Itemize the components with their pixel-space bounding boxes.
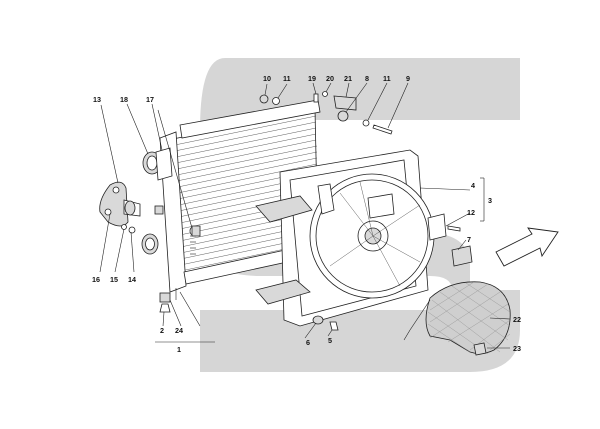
callout-12: 12: [467, 208, 475, 217]
callout-22: 22: [513, 315, 521, 324]
callout-23: 23: [513, 344, 521, 353]
nut: [121, 224, 127, 230]
callout-1: 1: [177, 345, 181, 354]
callout-2: 2: [160, 326, 164, 335]
callout-4: 4: [471, 181, 475, 190]
callout-17: 17: [146, 95, 154, 104]
callout-9: 9: [406, 74, 410, 83]
callout-5: 5: [328, 336, 332, 345]
callout-15: 15: [110, 275, 118, 284]
leader-lines: [99, 82, 511, 349]
callout-10: 10: [263, 74, 271, 83]
relay-bracket: [451, 245, 473, 267]
splash-guard: [425, 281, 511, 355]
lower-hose-inlet: [141, 233, 159, 255]
callout-11: 11: [283, 74, 291, 83]
plug: [191, 225, 201, 237]
callout-labels: 10 11 19 20 21 8 11 9 13 18 17 4 3 12 7 …: [92, 74, 521, 354]
washer: [128, 226, 136, 234]
callout-6: 6: [306, 338, 310, 347]
drain-plug: [159, 292, 171, 313]
direction-arrow-icon: [495, 227, 559, 267]
callout-11-right: 11: [383, 74, 391, 83]
top-fasteners: [259, 91, 393, 135]
callout-18: 18: [120, 95, 128, 104]
washer-lower: [312, 315, 324, 325]
screw-lower: [329, 321, 339, 331]
clip: [154, 205, 164, 215]
callout-13: 13: [93, 95, 101, 104]
fan-shroud: [255, 149, 447, 327]
callout-24: 24: [175, 326, 183, 335]
callout-14: 14: [128, 275, 136, 284]
mount-bracket: [99, 181, 141, 227]
callout-7: 7: [467, 235, 471, 244]
bolt: [447, 225, 461, 232]
callout-8-top: 8: [365, 74, 369, 83]
callout-3: 3: [488, 196, 492, 205]
callout-16: 16: [92, 275, 100, 284]
callout-20: 20: [326, 74, 334, 83]
callout-21: 21: [344, 74, 352, 83]
fastener-23: [473, 342, 487, 356]
upper-hose-inlet: [142, 147, 173, 181]
callout-19: 19: [308, 74, 316, 83]
radiator: [159, 99, 325, 300]
